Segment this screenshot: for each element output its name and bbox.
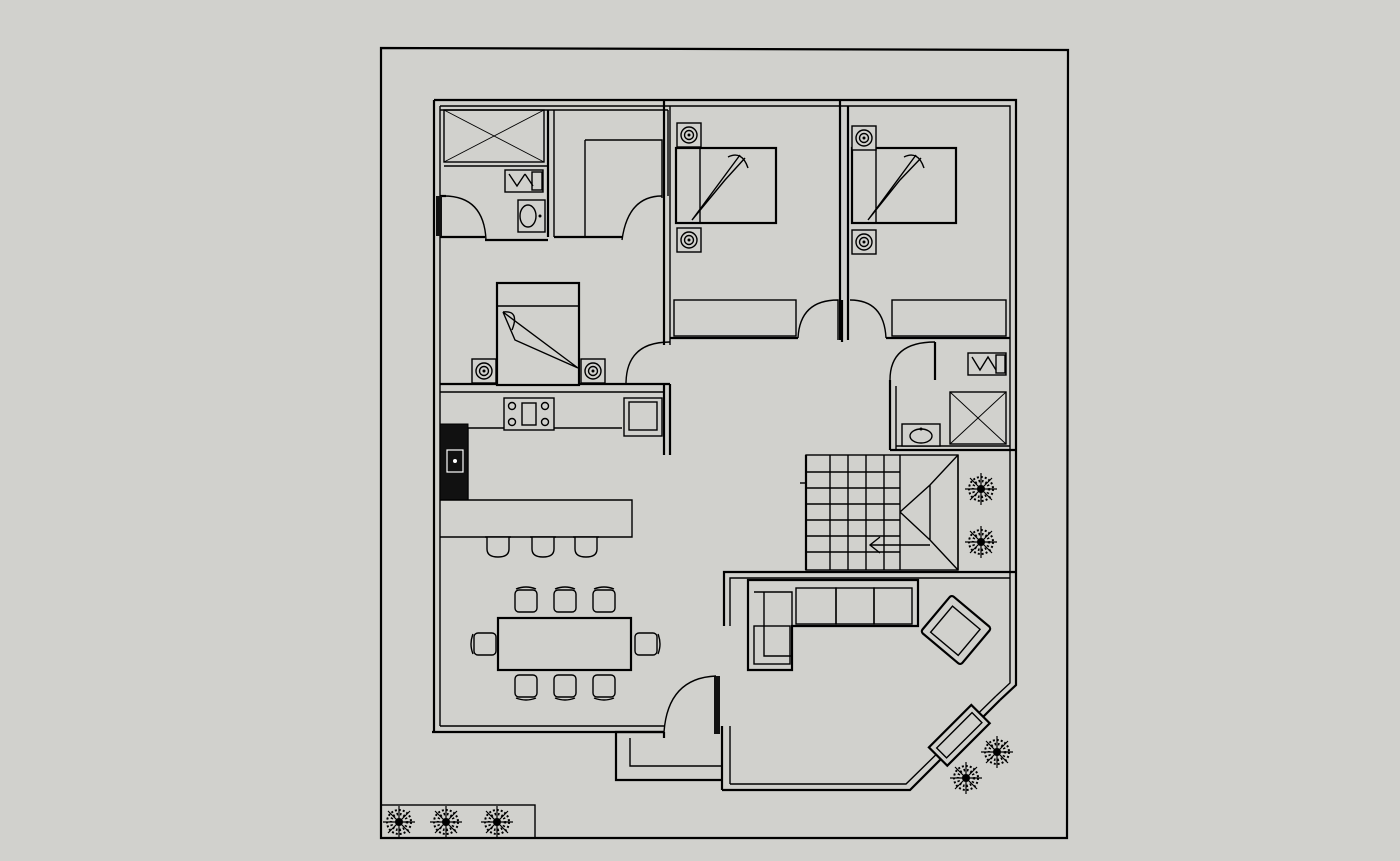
- tv-unit-icon: [927, 703, 992, 768]
- dining-chair: [592, 674, 616, 701]
- armchair-icon: [920, 595, 992, 665]
- toilet-icon: [967, 352, 1007, 376]
- sink-icon: [901, 423, 941, 447]
- living: [746, 578, 1015, 796]
- door-swing: [443, 195, 487, 241]
- shrub-7: [948, 760, 984, 796]
- shrub-3: [479, 804, 515, 840]
- bar-stool: [572, 536, 600, 558]
- dining-chair: [514, 674, 538, 701]
- shower-icon: [949, 391, 1007, 445]
- sofa-icon: [746, 578, 920, 672]
- stove-icon: [503, 397, 555, 431]
- nightstand-icon: [471, 358, 497, 384]
- staircase: [800, 454, 999, 571]
- dining-chair: [553, 586, 577, 613]
- nightstand-icon: [580, 358, 606, 384]
- living-wall: [722, 570, 1016, 626]
- entrance: [662, 675, 720, 738]
- sink-icon: [517, 199, 546, 233]
- shrub-1: [381, 804, 417, 840]
- nightstand-icon: [676, 227, 702, 253]
- kitchen: [439, 397, 663, 558]
- shrub-6: [979, 734, 1015, 770]
- up-arrow-icon: [868, 536, 930, 554]
- shrub-5: [963, 524, 999, 560]
- dining-chair: [514, 586, 538, 613]
- dining-chair: [592, 586, 616, 613]
- bedroom-left: [471, 281, 606, 387]
- dining-chair: [553, 674, 577, 701]
- bedroom-top-middle: [674, 122, 778, 253]
- bar-stool: [529, 536, 557, 558]
- dining: [470, 586, 661, 701]
- bar-stool: [484, 536, 512, 558]
- bedroom-top-right: [850, 125, 958, 255]
- stair-treads: [806, 455, 900, 570]
- bathroom-right: [901, 352, 1007, 447]
- kitchen-sink-icon: [439, 423, 469, 501]
- nightstand-icon: [851, 125, 877, 151]
- shrub-2: [428, 804, 464, 840]
- kitchen-island: [440, 499, 633, 538]
- dining-chair: [470, 632, 497, 656]
- toilet-icon: [504, 169, 544, 193]
- dining-chair: [634, 632, 661, 656]
- nightstand-icon: [851, 229, 877, 255]
- dining-table: [496, 616, 633, 672]
- site-boundary: [379, 46, 1070, 840]
- closet: [554, 139, 663, 241]
- bathroom-top-left: [436, 109, 668, 242]
- fridge-icon: [623, 397, 663, 437]
- nightstand-icon: [676, 122, 702, 148]
- garden-strip: [380, 804, 536, 840]
- shrub-4: [963, 471, 999, 507]
